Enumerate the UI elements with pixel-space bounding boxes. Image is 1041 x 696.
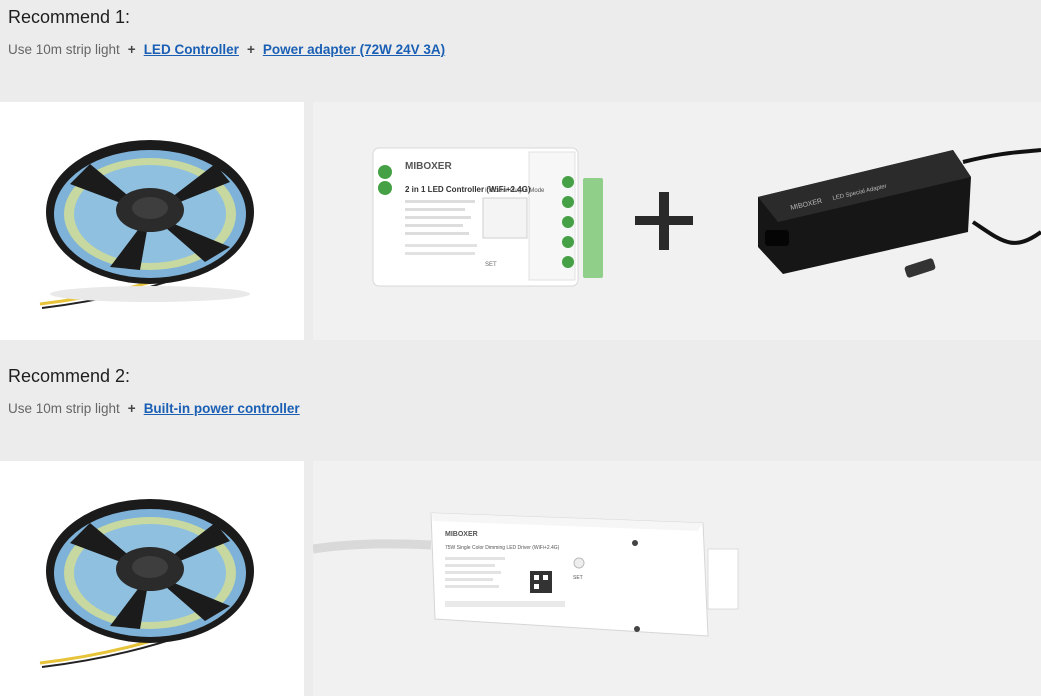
driver-brand: MIBOXER	[445, 531, 478, 538]
plus-sign: +	[127, 401, 136, 416]
led-strip-reel-icon	[39, 140, 254, 309]
led-strip-reel-icon	[39, 499, 254, 668]
recommend-1-section: Recommend 1: Use 10m strip light + LED Con…	[0, 0, 1041, 340]
led-driver-icon: MIBOXER 75W Single Color Dimming LED Dri…	[313, 512, 739, 637]
controller-name: 2 in 1 LED Controller (WiFi+2.4G)	[405, 185, 531, 194]
strip-light-image	[0, 102, 304, 340]
recommend-1-line: Use 10m strip light + LED Controller + Power…	[8, 42, 445, 57]
plus-sign: +	[127, 42, 136, 57]
controller-brand: MIBOXER	[405, 161, 452, 172]
driver-name: 75W Single Color Dimming LED Driver (WiF…	[445, 545, 560, 551]
power-adapter-icon: MIBOXER LED Special Adapter	[758, 148, 1041, 278]
driver-set: SET	[573, 575, 583, 581]
recommend-1-title: Recommend 1:	[8, 7, 131, 27]
plus-sign: +	[246, 42, 255, 57]
recommend-2-prefix: Use 10m strip light	[8, 401, 120, 416]
led-controller-icon: MIBOXER 2 in 1 LED Controller (WiFi+2.4G…	[372, 147, 603, 287]
recommend-2-title: Recommend 2:	[8, 366, 131, 386]
recommend-2-section: Recommend 2: Use 10m strip light + Built-i…	[0, 359, 1041, 696]
controller-adapter-image: MIBOXER 2 in 1 LED Controller (WiFi+2.4G…	[313, 102, 1041, 340]
led-controller-link[interactable]: LED Controller	[143, 42, 239, 57]
power-adapter-link[interactable]: Power adapter (72W 24V 3A)	[262, 42, 446, 57]
plus-icon	[635, 192, 693, 250]
built-in-driver-image: MIBOXER 75W Single Color Dimming LED Dri…	[313, 461, 1041, 696]
recommend-1-prefix: Use 10m strip light	[8, 42, 120, 57]
recommend-2-line: Use 10m strip light + Built-in power contr…	[8, 401, 300, 416]
strip-light-image-2	[0, 461, 304, 696]
built-in-power-controller-link[interactable]: Built-in power controller	[143, 401, 300, 416]
controller-set: SET	[485, 262, 497, 268]
controller-output-mode: Indicator Output Mode	[485, 188, 545, 194]
